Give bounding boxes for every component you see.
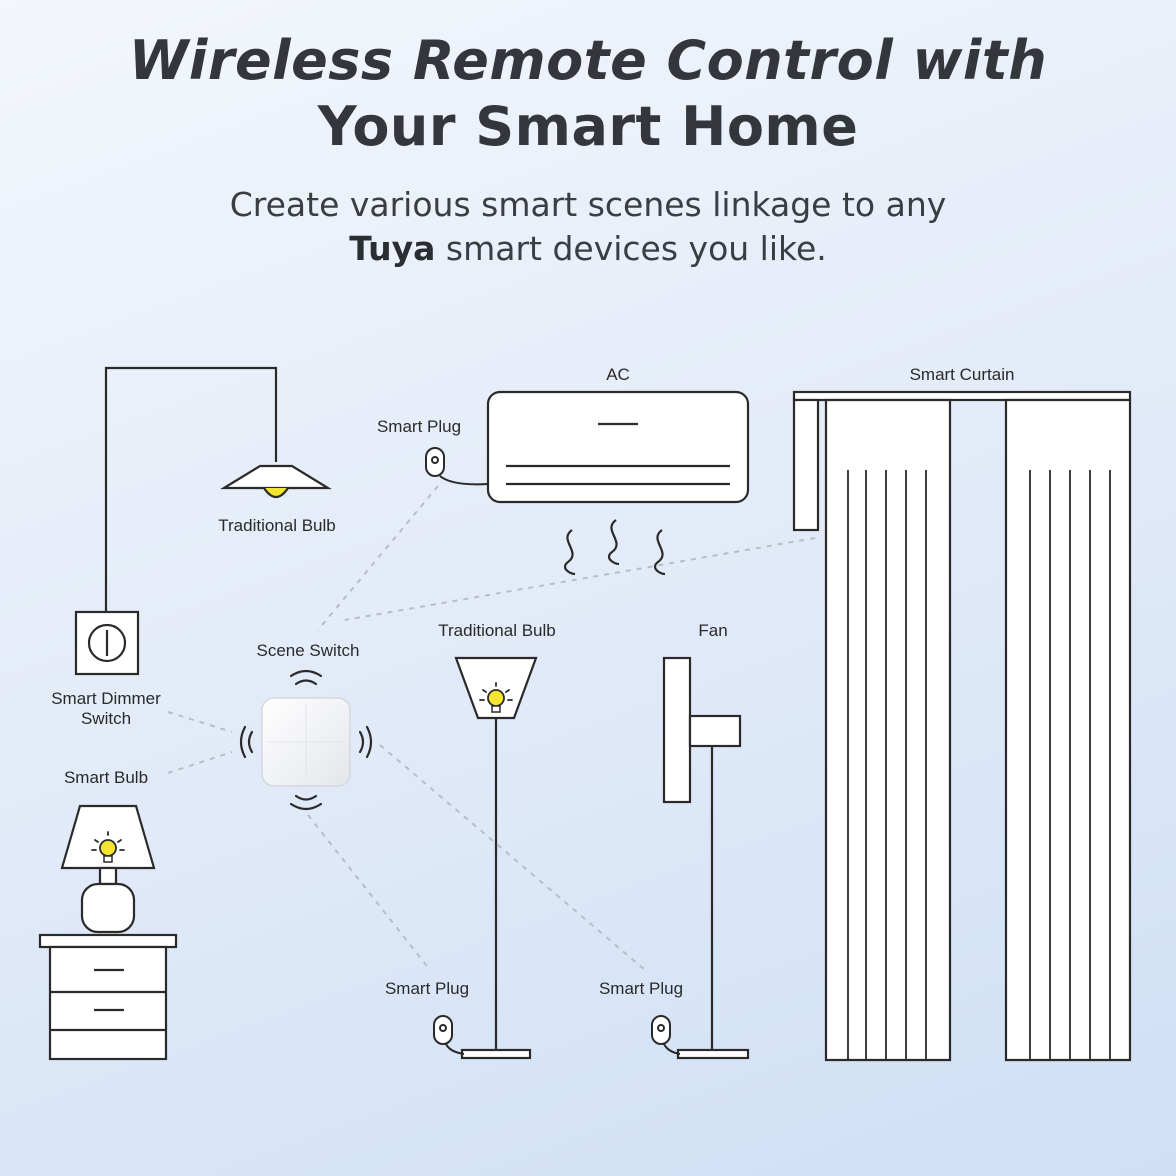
- label-smart-plug-ac: Smart Plug: [376, 417, 462, 436]
- label-smart-dimmer-line-1: Smart Dimmer: [51, 689, 161, 708]
- headline-line-1: Wireless Remote Control with: [128, 29, 1048, 92]
- link-to-curtain: [344, 537, 816, 621]
- ceiling-light: [104, 366, 332, 612]
- smart-curtain-icon: [792, 390, 1132, 1062]
- label-traditional-bulb-floor: Traditional Bulb: [438, 621, 556, 640]
- label-smart-plug-fan: Smart Plug: [598, 979, 684, 998]
- link-to-ac-plug: [317, 485, 439, 631]
- table-lamp-icon: [60, 804, 156, 934]
- label-traditional-bulb-ceiling: Traditional Bulb: [218, 516, 336, 535]
- fan-plug-icon: [651, 1015, 681, 1055]
- label-smart-curtain: Smart Curtain: [909, 365, 1015, 384]
- ac-plug-icon: [425, 447, 489, 486]
- link-to-dimmer: [167, 711, 233, 733]
- wireless-links: [167, 485, 816, 971]
- link-to-smart-bulb: [167, 751, 233, 774]
- link-to-lamp-plug: [307, 814, 431, 971]
- scene-switch-device: [261, 697, 351, 787]
- label-ac: AC: [606, 365, 630, 384]
- brand-name: Tuya: [349, 229, 436, 268]
- label-scene-switch: Scene Switch: [256, 641, 360, 660]
- link-to-fan-plug: [379, 744, 646, 971]
- label-smart-dimmer-line-2: Switch: [80, 709, 132, 728]
- fan-icon: [662, 656, 750, 1060]
- signal-waves-icon: [239, 669, 373, 811]
- label-fan: Fan: [698, 621, 728, 640]
- dimmer-switch-icon: [74, 610, 140, 676]
- pendant-bulb-icon: [263, 487, 289, 499]
- floor-lamp-icon: [454, 656, 538, 1060]
- headline-line-2: Your Smart Home: [317, 95, 859, 158]
- subtitle-line-1: Create various smart scenes linkage to a…: [229, 185, 947, 224]
- lamp-plug-icon: [433, 1015, 465, 1055]
- subtitle-line-2-text: smart devices you like.: [435, 229, 827, 268]
- smart-bulb-icon: [91, 831, 125, 863]
- label-smart-bulb: Smart Bulb: [63, 768, 149, 787]
- air-conditioner-icon: [486, 390, 750, 576]
- nightstand-icon: [38, 933, 178, 1061]
- label-smart-plug-lamp: Smart Plug: [384, 979, 470, 998]
- subtitle-line-2: Tuya smart devices you like.: [0, 227, 1176, 271]
- pendant-shade: [220, 464, 332, 490]
- ceiling-wire: [104, 366, 278, 612]
- floor-lamp-bulb-icon: [479, 682, 513, 713]
